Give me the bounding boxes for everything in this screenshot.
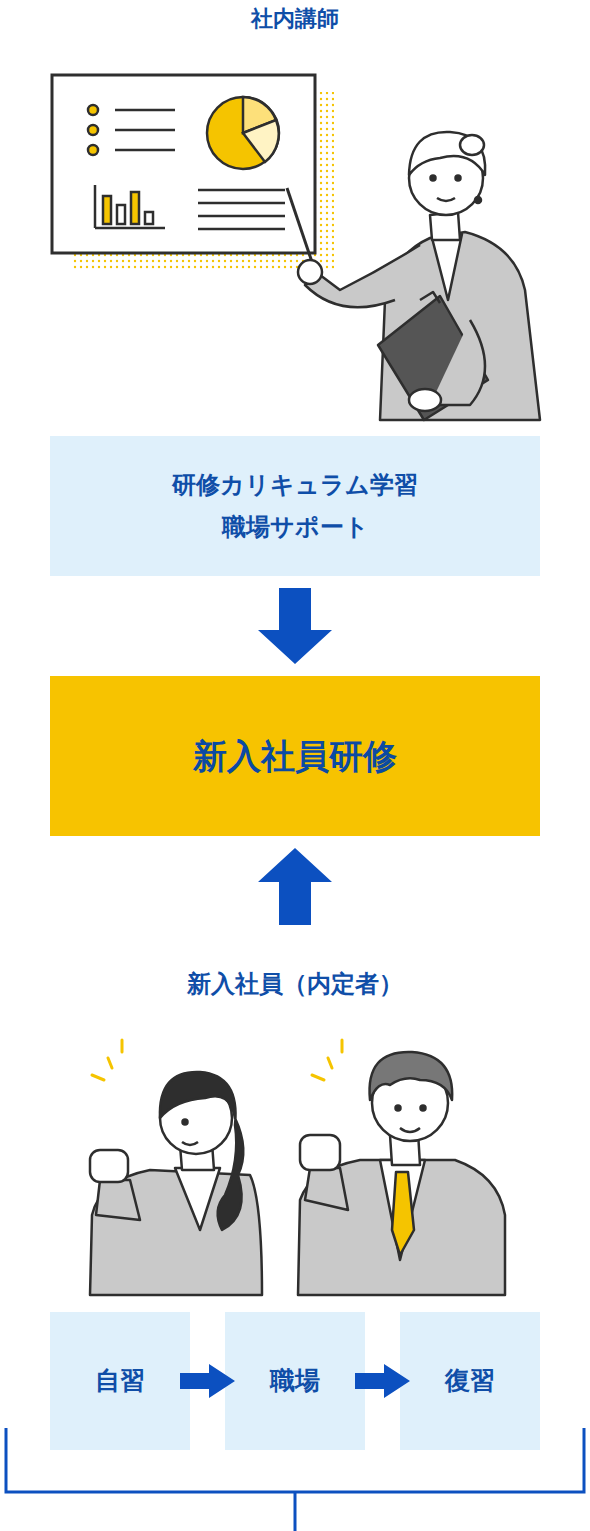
spark-lines [92,1040,342,1080]
new-employee-label: 新入社員（内定者） [0,962,590,1006]
box-text: 新入社員研修 [193,734,397,778]
up-arrow [258,848,332,925]
box-text: 自習 [95,1364,145,1398]
curriculum-box: 研修カリキュラム学習職場サポート [50,436,540,576]
step-box: 職場 [225,1312,365,1450]
board-lines [198,190,285,229]
training-box: 新入社員研修 [50,676,540,836]
bar-chart [95,185,165,228]
whiteboard [52,75,315,253]
step-box: 復習 [400,1312,540,1450]
box-text: 職場サポート [222,506,369,548]
step-box: 自習 [50,1312,190,1450]
instructor-label: 社内講師 [0,0,590,38]
box-text: 復習 [445,1364,495,1398]
male-employee [298,1052,505,1295]
flow-arrow [258,588,332,664]
female-employee [90,1072,262,1295]
pie-chart [207,97,279,169]
board-list [88,105,175,155]
box-text: 研修カリキュラム学習 [172,464,418,506]
box-text: 職場 [270,1364,320,1398]
instructor-figure [287,132,540,420]
